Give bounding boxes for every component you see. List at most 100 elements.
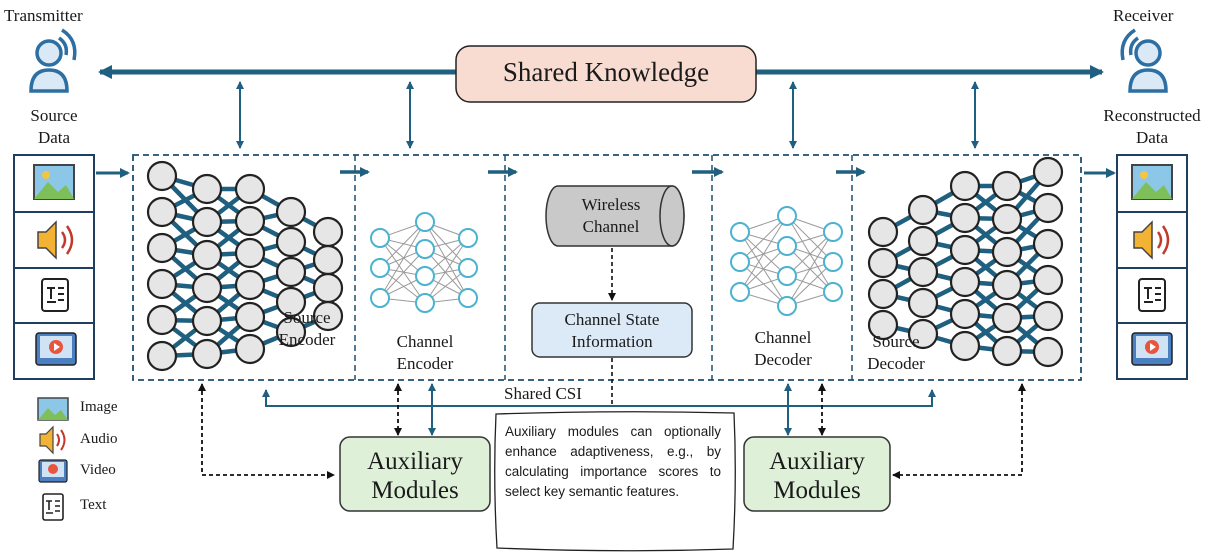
network-node <box>146 304 178 336</box>
channel-decoder-label-line2: Decoder <box>754 350 812 369</box>
network-node <box>370 228 390 248</box>
channel-encoder-label-line2: Encoder <box>396 354 454 373</box>
network-node <box>1032 264 1064 296</box>
network-node <box>949 234 981 266</box>
shared-knowledge-box <box>455 45 757 103</box>
network-edge <box>786 231 834 307</box>
network-node <box>146 232 178 264</box>
reconstructed-data-label-line2: Data <box>1135 128 1169 147</box>
legend-text-icon <box>42 493 64 521</box>
shared-knowledge-label: Shared Knowledge <box>502 57 710 87</box>
network-edge <box>379 237 426 304</box>
transmitter-label: Transmitter <box>4 6 83 25</box>
network-node <box>312 272 344 304</box>
channel-encoder-network <box>370 212 478 313</box>
network-edge <box>424 221 469 299</box>
network-edge <box>424 237 469 304</box>
network-node <box>777 296 797 316</box>
wireless-channel-label-line1: Wireless <box>581 195 641 214</box>
wireless-channel-cylinder <box>545 185 685 247</box>
source-decoder-label-line2: Decoder <box>867 354 925 373</box>
network-node <box>907 318 939 350</box>
network-node <box>730 282 750 302</box>
receiver-label: Receiver <box>1113 6 1174 25</box>
transmitter-person-icon <box>29 28 77 93</box>
network-node <box>312 244 344 276</box>
network-edge <box>739 215 788 293</box>
network-edge <box>739 245 788 293</box>
auxiliary-note-text: Auxiliary modules can optionally enhance… <box>505 424 721 499</box>
network-edge <box>424 221 469 269</box>
system-box <box>132 154 1082 381</box>
network-node <box>991 269 1023 301</box>
legend-video-label: Video <box>80 462 116 478</box>
network-node <box>275 316 307 348</box>
network-node <box>1032 228 1064 260</box>
legend-image-label: Image <box>80 399 118 415</box>
network-node <box>146 160 178 192</box>
network-edge <box>786 261 834 307</box>
auxiliary-right-label-line2: Modules <box>773 477 861 504</box>
network-node <box>823 252 843 272</box>
network-node <box>949 298 981 330</box>
network-node <box>370 288 390 308</box>
network-node <box>777 266 797 286</box>
network-node <box>275 226 307 258</box>
stage-dividers <box>354 155 853 380</box>
network-node <box>991 335 1023 367</box>
source-encoder-label-line2: Encoder <box>278 330 336 349</box>
network-node <box>777 206 797 226</box>
network-node <box>867 309 899 341</box>
legend-audio-icon <box>39 425 66 455</box>
legend-video-icon <box>38 459 68 483</box>
auxiliary-right-label-line1: Auxiliary <box>769 448 865 475</box>
network-node <box>991 302 1023 334</box>
network-node <box>234 173 266 205</box>
network-node <box>370 258 390 278</box>
source-decoder-network <box>867 156 1064 368</box>
auxiliary-modules-right-box <box>743 436 891 512</box>
network-node <box>275 196 307 228</box>
network-node <box>234 205 266 237</box>
receiver-person-icon <box>1120 28 1168 93</box>
network-node <box>1032 192 1064 224</box>
source-decoder-label-line1: Source <box>872 332 920 351</box>
csi-box <box>531 302 693 358</box>
note-box <box>494 411 736 552</box>
network-node <box>458 228 478 248</box>
network-node <box>1032 300 1064 332</box>
source-data-label-line1: Source <box>30 106 78 125</box>
reconstructed-data-label-line1: Reconstructed <box>1103 106 1201 125</box>
network-node <box>823 222 843 242</box>
network-node <box>458 288 478 308</box>
knowledge-links <box>236 81 979 149</box>
source-encoder-network <box>146 160 344 372</box>
network-node <box>415 266 435 286</box>
network-edge <box>424 248 469 299</box>
network-node <box>234 301 266 333</box>
auxiliary-left-label-line1: Auxiliary <box>367 448 463 475</box>
network-node <box>234 333 266 365</box>
auxiliary-left-label-line2: Modules <box>371 477 459 504</box>
network-edge <box>379 221 426 269</box>
network-node <box>823 282 843 302</box>
auxiliary-modules-left-box <box>339 436 491 512</box>
network-node <box>730 222 750 242</box>
network-node <box>907 194 939 226</box>
network-node <box>191 272 223 304</box>
network-node <box>867 216 899 248</box>
network-node <box>146 196 178 228</box>
channel-decoder-network <box>730 206 843 316</box>
network-node <box>867 278 899 310</box>
network-node <box>191 173 223 205</box>
network-node <box>949 330 981 362</box>
network-node <box>312 300 344 332</box>
network-node <box>415 212 435 232</box>
network-node <box>146 268 178 300</box>
network-node <box>415 239 435 259</box>
network-node <box>907 256 939 288</box>
network-node <box>949 202 981 234</box>
network-node <box>191 239 223 271</box>
channel-decoder-label-line1: Channel <box>754 328 812 347</box>
